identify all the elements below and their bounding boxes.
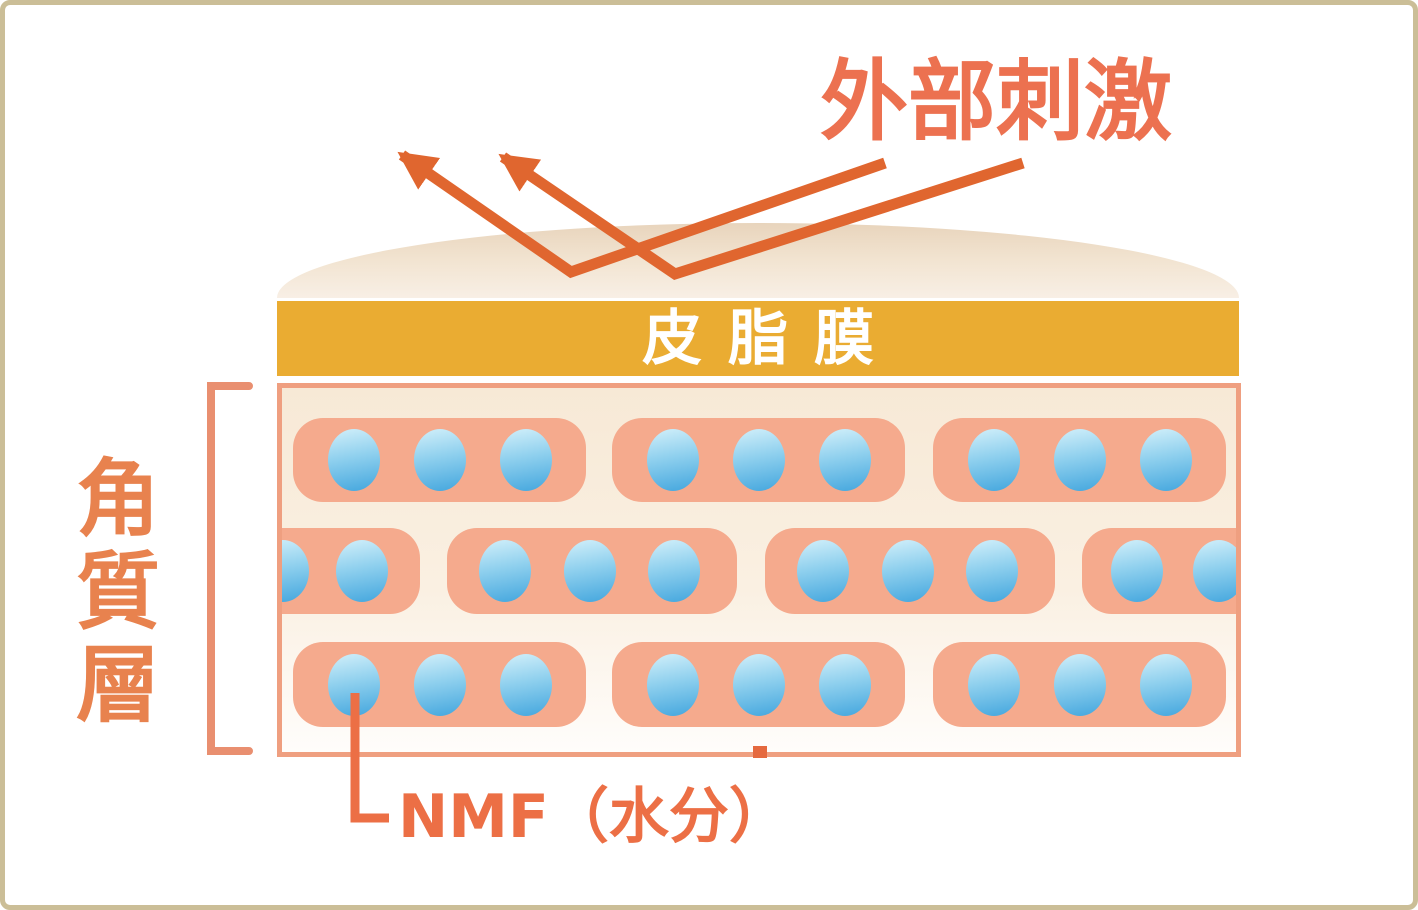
sebum-film-label: 皮脂膜 xyxy=(642,303,900,374)
nmf-water-droplet xyxy=(1111,540,1163,602)
stratum-char: 質 xyxy=(75,543,160,641)
corneocyte-cell xyxy=(293,418,586,502)
stratum-corneum-box xyxy=(277,383,1241,757)
nmf-water-droplet xyxy=(968,653,1020,716)
nmf-water-droplet xyxy=(328,653,380,716)
nmf-water-droplet xyxy=(733,653,785,716)
nmf-water-droplet xyxy=(966,540,1018,602)
corneocyte-cell xyxy=(612,642,905,727)
nmf-water-droplet xyxy=(647,429,699,491)
sebum-film-bar: 皮脂膜 xyxy=(277,301,1239,376)
nmf-water-droplet xyxy=(647,653,699,716)
nmf-water-droplet xyxy=(414,429,466,491)
nmf-water-droplet xyxy=(797,540,849,602)
nmf-water-droplet xyxy=(819,429,871,491)
corneocyte-cell xyxy=(933,418,1226,502)
stratum-char: 層 xyxy=(75,636,160,734)
nmf-water-droplet xyxy=(882,540,934,602)
corneocyte-cell xyxy=(282,528,420,614)
nmf-water-droplet xyxy=(648,540,700,602)
nmf-water-droplet xyxy=(733,429,785,491)
nmf-water-droplet xyxy=(282,540,309,602)
nmf-water-droplet xyxy=(1193,540,1236,602)
corneocyte-cell xyxy=(1082,528,1236,614)
external-stimuli-title: 外部刺激 xyxy=(820,50,1173,153)
corneocyte-cell xyxy=(933,642,1226,727)
stratum-char: 角 xyxy=(75,450,160,548)
stratum-corneum-bracket xyxy=(207,382,253,755)
nmf-water-droplet xyxy=(968,429,1020,491)
nmf-water-droplet xyxy=(479,540,531,602)
nmf-water-droplet xyxy=(564,540,616,602)
nmf-water-droplet xyxy=(1054,653,1106,716)
nmf-water-droplet xyxy=(336,540,388,602)
nmf-water-droplet xyxy=(1140,653,1192,716)
corneocyte-cell xyxy=(612,418,905,502)
nmf-water-droplet xyxy=(328,429,380,491)
nmf-moisture-label: NMF（水分） xyxy=(398,782,789,852)
nmf-water-droplet xyxy=(414,653,466,716)
nmf-water-droplet xyxy=(500,653,552,716)
corneocyte-cell xyxy=(293,642,586,727)
nmf-water-droplet xyxy=(1140,429,1192,491)
nmf-water-droplet xyxy=(1054,429,1106,491)
corneocyte-cell xyxy=(447,528,737,614)
skin-surface-dome xyxy=(277,223,1239,298)
stratum-corneum-label: 角 質 層 xyxy=(73,453,163,732)
nmf-water-droplet xyxy=(819,653,871,716)
nmf-water-droplet xyxy=(500,429,552,491)
corneocyte-cell xyxy=(765,528,1055,614)
